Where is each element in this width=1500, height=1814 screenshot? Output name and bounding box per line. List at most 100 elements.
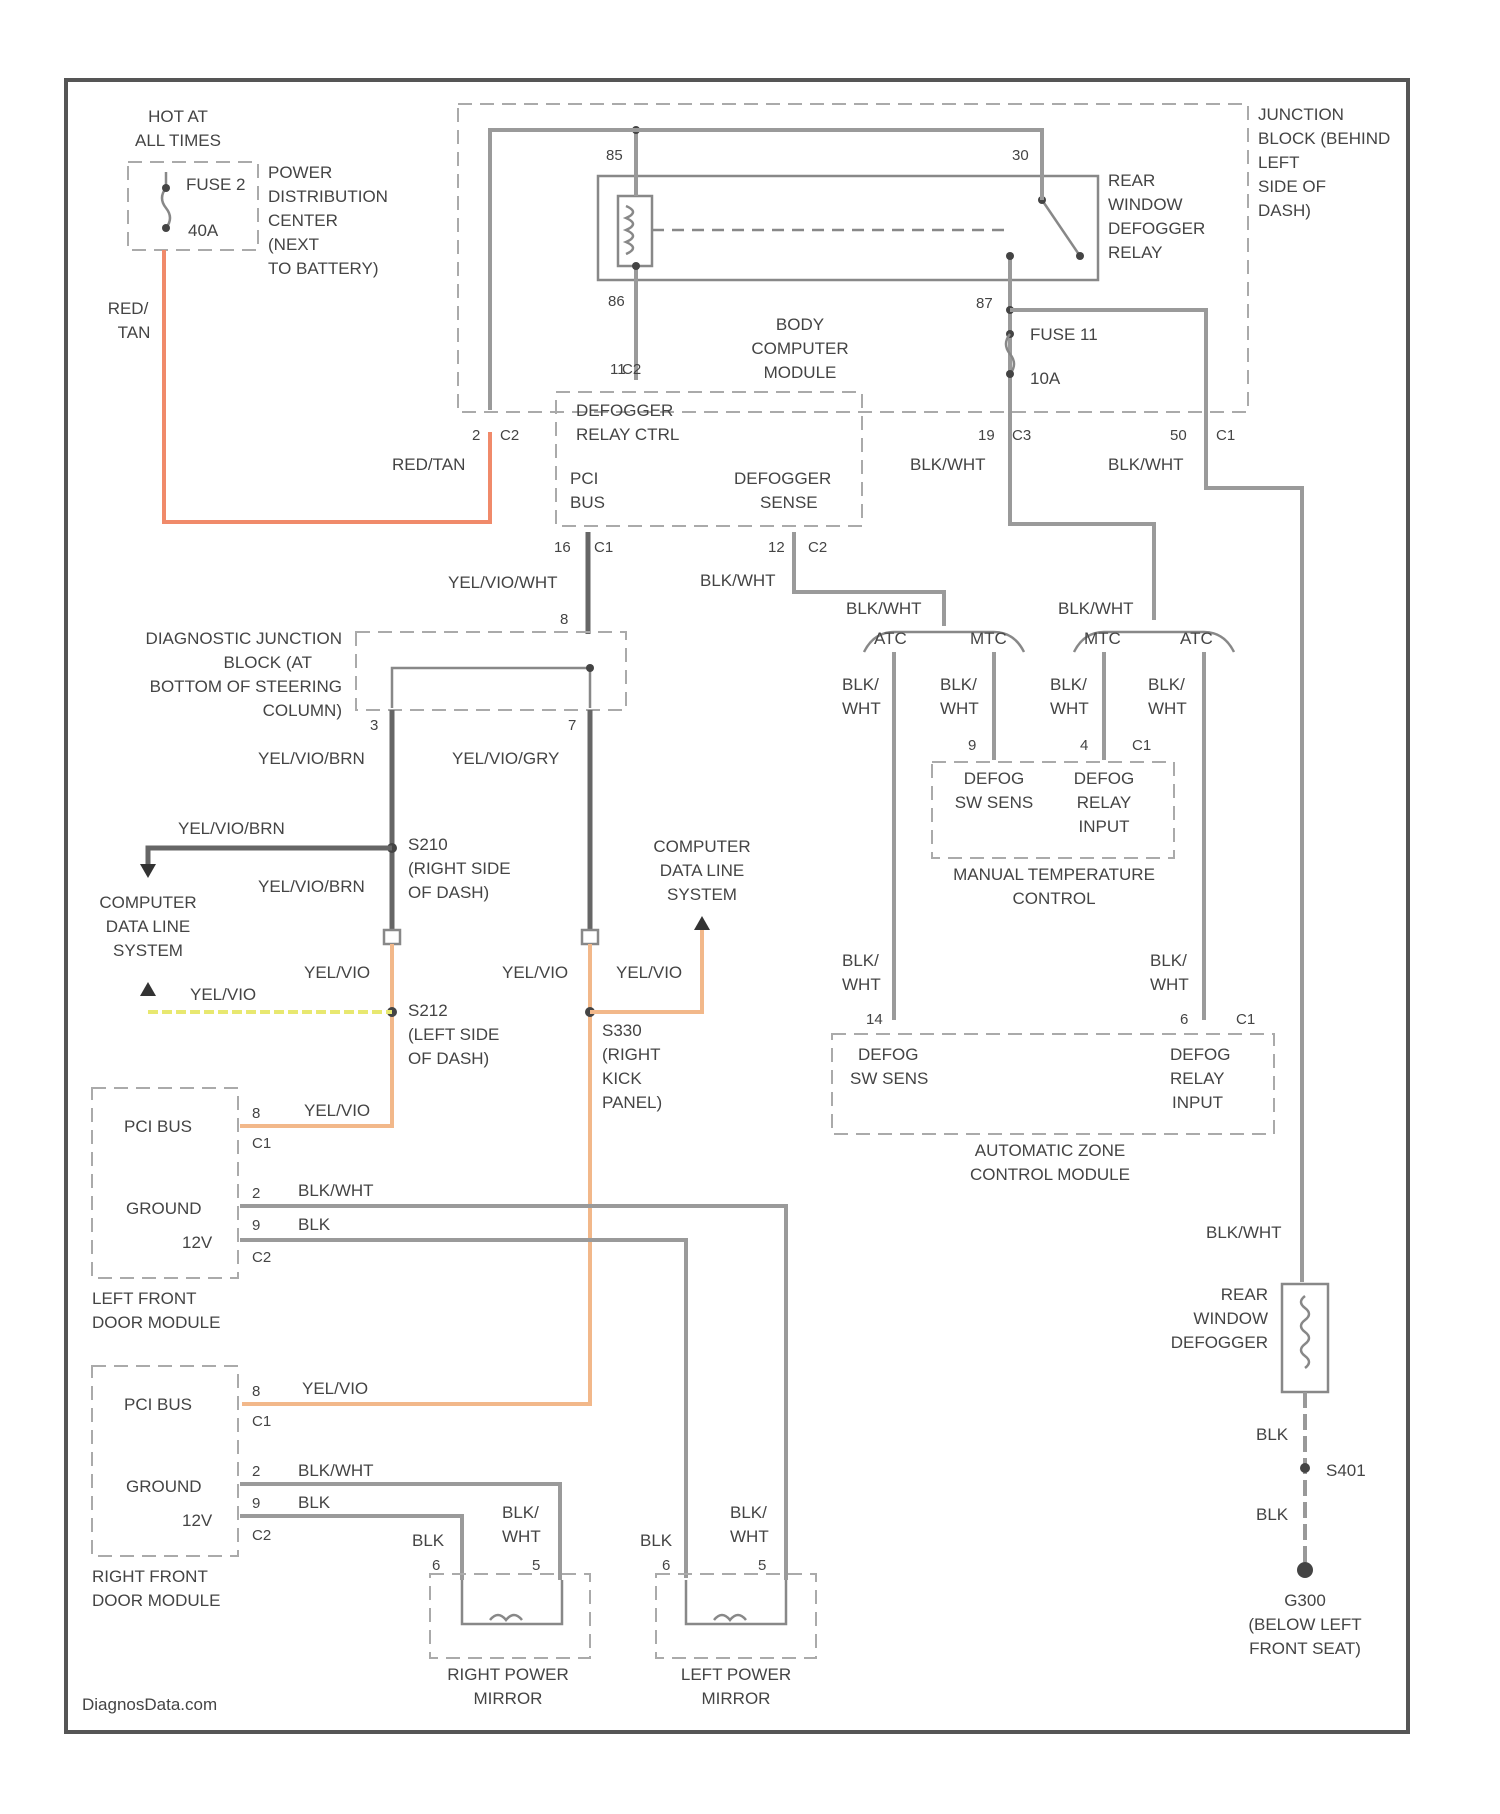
diagram-label: DEFOG (1170, 1045, 1230, 1064)
diagram-label: BLK/WHT (1148, 675, 1187, 718)
diagram-label: WHT (842, 975, 881, 994)
diagram-label: (RIGHT (602, 1045, 661, 1064)
diagram-label: TAN (118, 323, 151, 342)
diagram-label: BLOCK (AT (224, 653, 312, 672)
diagram-label: MTC (1084, 629, 1121, 648)
diagram-label: YEL/VIO/GRY (452, 749, 559, 768)
diagram-label: BOTTOM OF STEERING (150, 677, 342, 696)
diagram-label: LEFT FRONT DOOR MODULE (92, 1289, 220, 1332)
diagram-label: DEFOGGER (1108, 219, 1205, 238)
diagram-label: BLK/ (730, 1503, 767, 1522)
diagram-label: PCI BUS (124, 1395, 192, 1414)
diagram-label: BLK/WHT (842, 675, 881, 718)
diagram-label: DIAGNOSTIC JUNCTION (146, 629, 342, 648)
diagram-label: S212(LEFT SIDEOF DASH) (408, 1001, 499, 1068)
diagram-label: BUS (570, 493, 605, 512)
diagram-label: OF DASH) (408, 883, 489, 902)
diagram-label: DOOR MODULE (92, 1313, 220, 1332)
diagram-label: 6 (432, 1557, 440, 1574)
diagram-label: DEFOGGER (576, 401, 673, 420)
diagram-label: BLK/ (1148, 675, 1185, 694)
diagram-label: DEFOGGERRELAY CTRL (576, 401, 679, 444)
diagram-label: POWER (268, 163, 332, 182)
atc-mtc-split-left: ATC MTC (864, 629, 1024, 652)
diagram-label: 5 (758, 1557, 766, 1574)
diagram-label: BLK/WHT (1050, 675, 1089, 718)
diagram-label: G300 (1284, 1591, 1326, 1610)
diagram-label: 4 (1080, 737, 1088, 754)
diagram-label: BLK/WHT (846, 599, 922, 618)
diagram-label: SIDE OF (1258, 177, 1326, 196)
diagram-label: C1 (594, 539, 613, 556)
diagnostic-junction-block: 8 DIAGNOSTIC JUNCTIONBLOCK (ATBOTTOM OF … (146, 611, 626, 734)
diagram-label: LEFT POWERMIRROR (681, 1665, 791, 1708)
diagram-label: DATA LINE (660, 861, 744, 880)
diagram-label: DEFOGGER (1171, 1333, 1268, 1352)
diagram-label: BLK (298, 1493, 331, 1512)
diagram-label: MODULE (764, 363, 837, 382)
diagram-label: FUSE 11 (1030, 325, 1098, 344)
diagram-label: BLK/WHT (1108, 455, 1184, 474)
diagram-label: RELAY (1108, 243, 1163, 262)
diagram-label: GROUND (126, 1199, 202, 1218)
diagram-label: BODYCOMPUTERMODULE (751, 315, 848, 382)
diagram-label: RED/TAN (392, 455, 465, 474)
diagram-label: PCI BUS (124, 1117, 192, 1136)
defogger-grid-icon (1301, 1296, 1309, 1368)
diagram-label: (BELOW LEFT (1248, 1615, 1361, 1634)
diagram-label: REAR (1221, 1285, 1268, 1304)
diagram-label: DEFOGRELAYINPUT (1170, 1045, 1230, 1112)
diagram-label: BLK/ (842, 675, 879, 694)
diagram-label: BLK/WHT (910, 455, 986, 474)
diagram-label: DATA LINE (106, 917, 190, 936)
diagram-label: 12 (768, 539, 785, 556)
diagram-label: (LEFT SIDE (408, 1025, 499, 1044)
diagram-label: RIGHT POWER (447, 1665, 569, 1684)
diagram-label: C3 (1012, 427, 1031, 444)
diagram-label: 14 (866, 1011, 883, 1028)
diagram-label: 7 (568, 717, 576, 734)
diagram-label: LEFT FRONT (92, 1289, 197, 1308)
diagram-label: WINDOW (1193, 1309, 1268, 1328)
diagram-label: BLK/WHT (940, 675, 979, 718)
body-computer-module: BODYCOMPUTERMODULE DEFOGGERRELAY CTRL PC… (472, 315, 1235, 556)
diagram-label: YEL/VIO (190, 985, 256, 1004)
diagram-label: 12V (182, 1511, 213, 1530)
diagram-label: ATC (1180, 629, 1213, 648)
diagram-label: S330 (602, 1021, 642, 1040)
diagram-label: PCI BUS (570, 469, 605, 512)
diagram-label: SW SENS (955, 793, 1033, 812)
arrow-down-icon (140, 864, 156, 878)
diagram-label: DEFOGGERSENSE (734, 469, 831, 512)
diagram-label: HOT AT (148, 107, 208, 126)
diagram-label: 9 (252, 1217, 260, 1234)
diagram-label: (RIGHT SIDE (408, 859, 511, 878)
diagram-label: YEL/VIO/BRN (258, 877, 365, 896)
diagram-label: YEL/VIO/BRN (178, 819, 285, 838)
diagram-label: 85 (606, 147, 623, 164)
diagram-label: JUNCTIONBLOCK (BEHINDLEFTSIDE OFDASH) (1258, 105, 1390, 220)
diagram-label: S401 (1326, 1461, 1366, 1480)
diagram-label: PCI (570, 469, 598, 488)
diagram-label: 30 (1012, 147, 1029, 164)
diagram-label: SYSTEM (113, 941, 183, 960)
diagram-label: MANUAL TEMPERATURECONTROL (953, 865, 1155, 908)
diagram-label: RED/TAN (108, 299, 151, 342)
arrow-up-icon-right (694, 916, 710, 930)
diagram-label: 8 (252, 1105, 260, 1122)
diagram-label: 2 (252, 1185, 260, 1202)
diagram-label: MIRROR (474, 1689, 543, 1708)
diagram-label: C1 (1236, 1011, 1255, 1028)
diagram-label: 12V (182, 1233, 213, 1252)
diagram-label: KICK (602, 1069, 642, 1088)
diagram-label: BLK (1256, 1425, 1289, 1444)
diagram-label: S210(RIGHT SIDEOF DASH) (408, 835, 511, 902)
diagram-label: BLK (640, 1531, 673, 1550)
diagram-label: LEFT (1258, 153, 1300, 172)
diagram-label: WHT (940, 699, 979, 718)
diagram-label: WHT (502, 1527, 541, 1546)
